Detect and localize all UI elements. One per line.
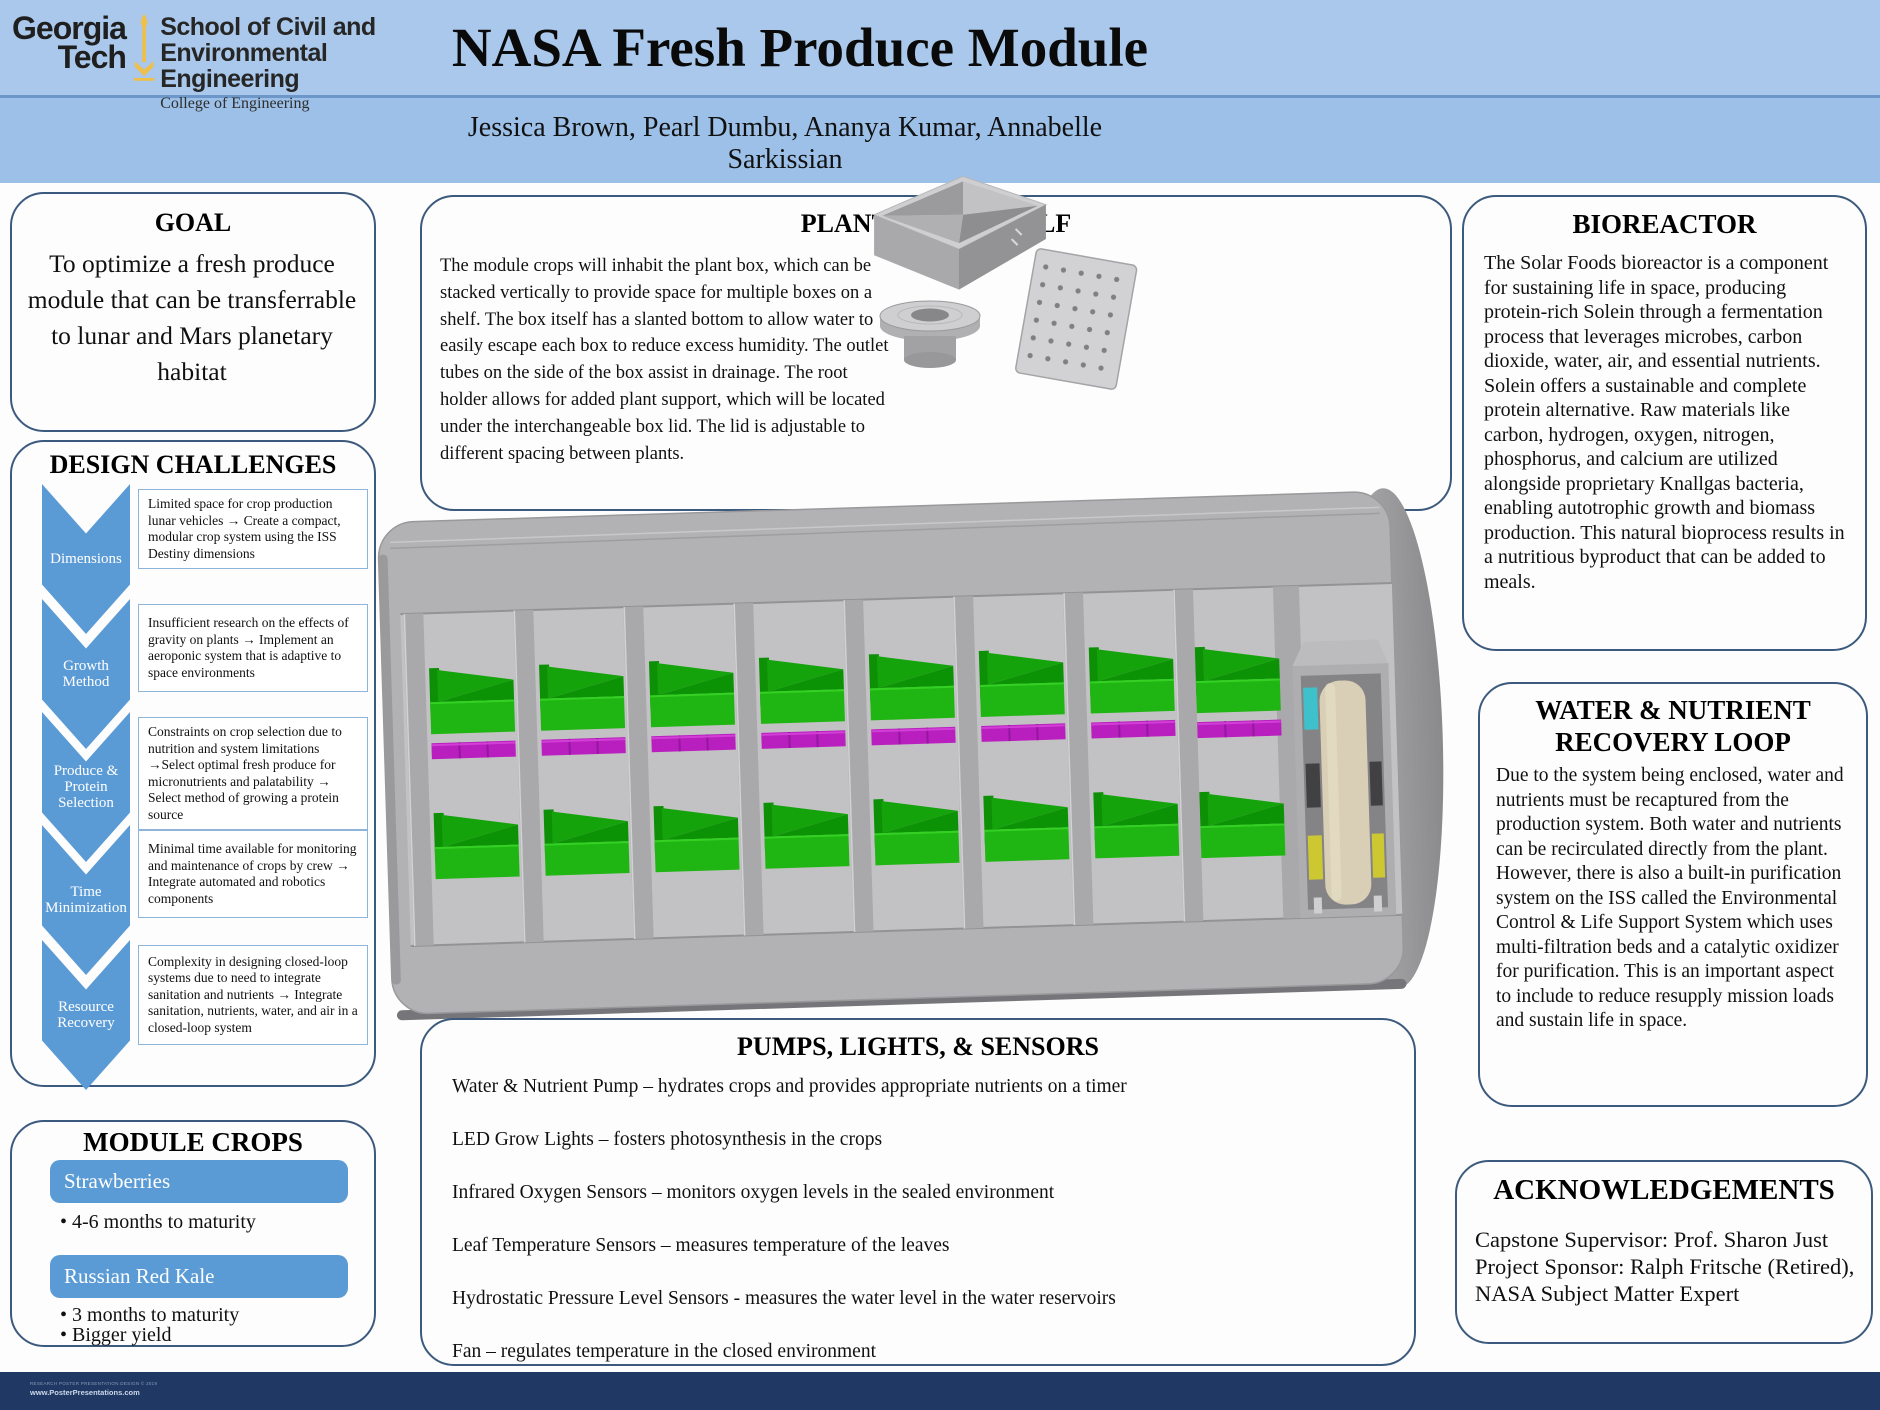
bioreactor-title: BIOREACTOR (1572, 209, 1757, 239)
pumps-title: PUMPS, LIGHTS, & SENSORS (737, 1032, 1099, 1061)
water-nutrient-loop-card: WATER & NUTRIENT RECOVERY LOOP Due to th… (1478, 682, 1868, 1107)
challenge-label: Dimensions (50, 551, 122, 567)
equipment-bay (1292, 639, 1397, 919)
acknowledgement-line: Project Sponsor: Ralph Fritsche (Retired… (1475, 1254, 1855, 1306)
crop-name-bar: Strawberries (50, 1160, 348, 1203)
acknowledgement-line: Capstone Supervisor: Prof. Sharon Just (1475, 1227, 1829, 1252)
pumps-lights-sensors-card: PUMPS, LIGHTS, & SENSORS Water & Nutrien… (420, 1018, 1416, 1366)
footer-url: www.PosterPresentations.com (30, 1388, 140, 1397)
acknowledgements-text: Capstone Supervisor: Prof. Sharon Just P… (1475, 1226, 1855, 1307)
challenge-text: Limited space for crop production lunar … (138, 489, 368, 569)
header-divider (0, 95, 1880, 98)
plant-box-text: The module crops will inhabit the plant … (440, 256, 889, 464)
pump-item: Water & Nutrient Pump – hydrates crops a… (452, 1076, 1127, 1097)
gt-wordmark: Georgia Tech (12, 8, 127, 75)
footer-design-credit: RESEARCH POSTER PRESENTATION DESIGN © 20… (30, 1381, 158, 1386)
gt-college-name: College of Engineering (160, 95, 310, 112)
bioreactor-text: The Solar Foods bioreactor is a componen… (1484, 252, 1845, 593)
authors-band (0, 98, 1880, 183)
module-crops-title: MODULE CROPS (83, 1127, 303, 1157)
pump-item: Hydrostatic Pressure Level Sensors - mea… (452, 1288, 1116, 1309)
perforated-lid-render (1015, 248, 1138, 390)
acknowledgements-card: ACKNOWLEDGEMENTS Capstone Supervisor: Pr… (1455, 1160, 1873, 1344)
pump-item: LED Grow Lights – fosters photosynthesis… (452, 1129, 883, 1150)
water-nutrient-loop-title: WATER & NUTRIENT RECOVERY LOOP (1535, 695, 1811, 757)
chevron-down-shape: Dimensions (42, 484, 130, 634)
authors-line: Jessica Brown, Pearl Dumbu, Ananya Kumar… (467, 112, 1103, 175)
georgia-tech-logo: Georgia Tech School of Civil and Environ… (12, 8, 452, 112)
gt-school-name: School of Civil and Environmental Engine… (160, 8, 452, 113)
goal-title: GOAL (154, 208, 232, 237)
challenge-text: Minimal time available for monitoring an… (138, 830, 368, 918)
challenge-label: Time Minimization (45, 884, 127, 916)
bioreactor-card: BIOREACTOR The Solar Foods bioreactor is… (1462, 195, 1867, 651)
gt-word-georgia: Georgia (12, 10, 127, 46)
challenge-label: Produce & Protein Selection (53, 763, 119, 811)
challenge-text: Insufficient research on the effects of … (138, 604, 368, 692)
pump-item: Fan – regulates temperature in the close… (452, 1341, 876, 1362)
crop-bullet: 4-6 months to maturity (60, 1212, 256, 1232)
challenge-label: Resource Recovery (57, 999, 115, 1031)
footer-bar: RESEARCH POSTER PRESENTATION DESIGN © 20… (0, 1372, 1880, 1410)
pump-item: Infrared Oxygen Sensors – monitors oxyge… (452, 1182, 1055, 1203)
pumps-items: Water & Nutrient Pump – hydrates crops a… (452, 1076, 1382, 1394)
crop-bullet: Bigger yield (60, 1325, 171, 1345)
water-nutrient-loop-text: Due to the system being enclosed, water … (1496, 765, 1844, 1031)
plant-box-render (872, 175, 1048, 290)
crop-name-bar: Russian Red Kale (50, 1255, 348, 1298)
header-band (0, 0, 1880, 95)
gt-word-tech: Tech (57, 39, 127, 75)
root-holder-render (879, 300, 981, 368)
module-crops-card: MODULE CROPS Strawberries 4-6 months to … (10, 1120, 376, 1347)
crop-bullet: 3 months to maturity (60, 1305, 239, 1325)
pump-item: Leaf Temperature Sensors – measures temp… (452, 1235, 950, 1256)
gt-torch-icon (133, 13, 155, 81)
design-challenges-card: DESIGN CHALLENGES Dimensions Limited spa… (10, 440, 376, 1090)
poster-title: NASA Fresh Produce Module (451, 17, 1149, 78)
challenge-text: Complexity in designing closed-loop syst… (138, 945, 368, 1045)
goal-text: To optimize a fresh produce module that … (27, 249, 357, 386)
goal-card: GOAL To optimize a fresh produce module … (10, 192, 376, 432)
challenge-text: Constraints on crop selection due to nut… (138, 717, 368, 830)
challenge-label: Growth Method (62, 658, 110, 690)
module-3d-render (377, 488, 1444, 1021)
acknowledgements-title: ACKNOWLEDGEMENTS (1493, 1174, 1835, 1206)
design-challenges-title: DESIGN CHALLENGES (49, 450, 337, 479)
